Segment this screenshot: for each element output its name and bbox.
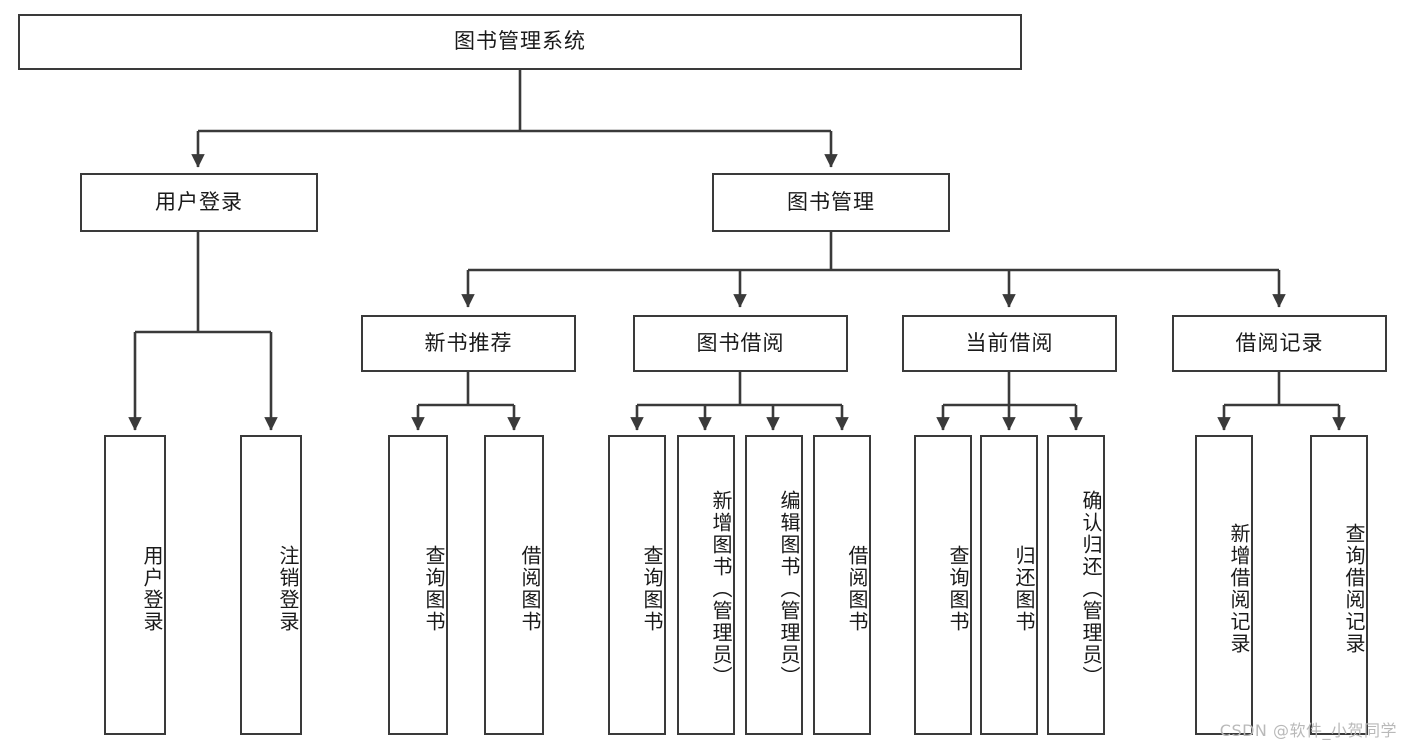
node-leaf-return-book-label: 归还图书 — [1012, 545, 1036, 633]
node-leaf-borrow-book-2[interactable]: 借阅图书 — [813, 435, 871, 735]
node-leaf-add-book-label: 新增图书（管理员） — [709, 490, 733, 688]
node-book-borrow[interactable]: 图书借阅 — [633, 315, 848, 372]
node-book-management[interactable]: 图书管理 — [712, 173, 950, 232]
node-leaf-query-book-1[interactable]: 查询图书 — [388, 435, 448, 735]
node-leaf-logout-login-label: 注销登录 — [276, 545, 300, 633]
node-root[interactable]: 图书管理系统 — [18, 14, 1022, 70]
node-leaf-borrow-book-1-label: 借阅图书 — [518, 545, 542, 633]
node-leaf-edit-book[interactable]: 编辑图书（管理员） — [745, 435, 803, 735]
watermark: CSDN @软件_小贺同学 — [1219, 721, 1397, 740]
node-leaf-user-login-label: 用户登录 — [140, 545, 164, 633]
node-leaf-add-book[interactable]: 新增图书（管理员） — [677, 435, 735, 735]
node-leaf-add-record[interactable]: 新增借阅记录 — [1195, 435, 1253, 735]
node-new-book-recommend-label: 新书推荐 — [424, 330, 513, 355]
node-leaf-query-record[interactable]: 查询借阅记录 — [1310, 435, 1368, 735]
node-leaf-query-book-3-label: 查询图书 — [946, 545, 970, 633]
node-leaf-query-book-2-label: 查询图书 — [640, 545, 664, 633]
node-leaf-return-book[interactable]: 归还图书 — [980, 435, 1038, 735]
node-leaf-query-book-1-label: 查询图书 — [422, 545, 446, 633]
node-leaf-user-login[interactable]: 用户登录 — [104, 435, 166, 735]
node-book-borrow-label: 图书借阅 — [696, 330, 785, 355]
node-user-login-label: 用户登录 — [155, 189, 243, 214]
node-root-label: 图书管理系统 — [454, 29, 586, 54]
node-current-borrow-label: 当前借阅 — [965, 330, 1054, 355]
node-leaf-edit-book-label: 编辑图书（管理员） — [777, 490, 801, 688]
node-borrow-record[interactable]: 借阅记录 — [1172, 315, 1387, 372]
node-borrow-record-label: 借阅记录 — [1235, 330, 1324, 355]
node-book-management-label: 图书管理 — [787, 189, 875, 214]
node-user-login[interactable]: 用户登录 — [80, 173, 318, 232]
node-leaf-confirm-return-label: 确认归还（管理员） — [1079, 490, 1103, 688]
node-new-book-recommend[interactable]: 新书推荐 — [361, 315, 576, 372]
node-leaf-borrow-book-1[interactable]: 借阅图书 — [484, 435, 544, 735]
node-leaf-query-book-2[interactable]: 查询图书 — [608, 435, 666, 735]
node-leaf-add-record-label: 新增借阅记录 — [1227, 523, 1251, 655]
node-leaf-borrow-book-2-label: 借阅图书 — [845, 545, 869, 633]
node-current-borrow[interactable]: 当前借阅 — [902, 315, 1117, 372]
node-leaf-logout-login[interactable]: 注销登录 — [240, 435, 302, 735]
node-leaf-query-book-3[interactable]: 查询图书 — [914, 435, 972, 735]
node-leaf-confirm-return[interactable]: 确认归还（管理员） — [1047, 435, 1105, 735]
node-leaf-query-record-label: 查询借阅记录 — [1342, 523, 1366, 655]
